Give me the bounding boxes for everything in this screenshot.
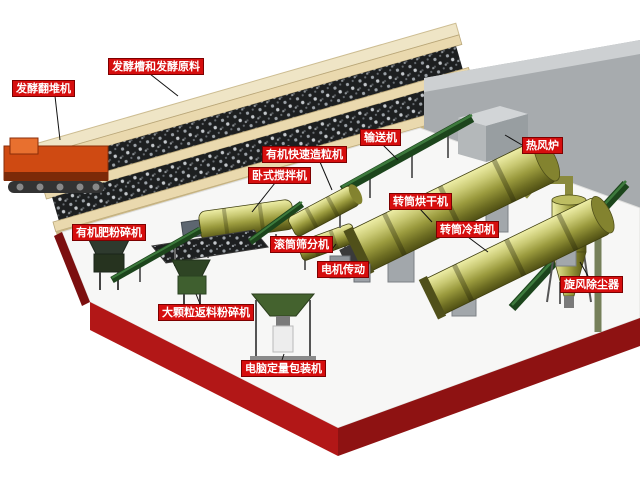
granulator-graphic	[288, 184, 363, 237]
label-large-particle-crusher: 大颗粒返料粉碎机	[158, 304, 254, 321]
label-motor-drive: 电机传动	[317, 261, 369, 278]
label-organic-crusher: 有机肥粉碎机	[72, 224, 146, 241]
label-rotary-cooler: 转筒冷却机	[436, 221, 499, 238]
top-conveyor-graphic	[339, 113, 475, 198]
label-cyclone-dust-collector: 旋风除尘器	[560, 276, 623, 293]
label-hot-air-furnace: 热风炉	[522, 137, 563, 154]
label-packing-machine: 电脑定量包装机	[241, 360, 326, 377]
label-organic-granulator: 有机快速造粒机	[262, 146, 347, 163]
rotary-cooler-graphic	[418, 195, 615, 320]
mid-conveyor-graphic	[247, 201, 305, 245]
label-fermentation-trough: 发酵槽和发酵原料	[108, 58, 204, 75]
large-crusher-graphic	[171, 259, 211, 306]
label-fermentation-turner: 发酵翻堆机	[12, 80, 75, 97]
hot-air-furnace-graphic	[458, 106, 528, 162]
label-drum-screener: 滚筒筛分机	[270, 236, 333, 253]
label-conveyor: 输送机	[360, 129, 401, 146]
label-horizontal-mixer: 卧式搅拌机	[248, 167, 311, 184]
label-rotary-dryer: 转筒烘干机	[389, 193, 452, 210]
material-bin-graphic	[151, 229, 269, 264]
compost-turner-graphic	[3, 137, 109, 193]
packing-machine-graphic	[250, 293, 316, 362]
